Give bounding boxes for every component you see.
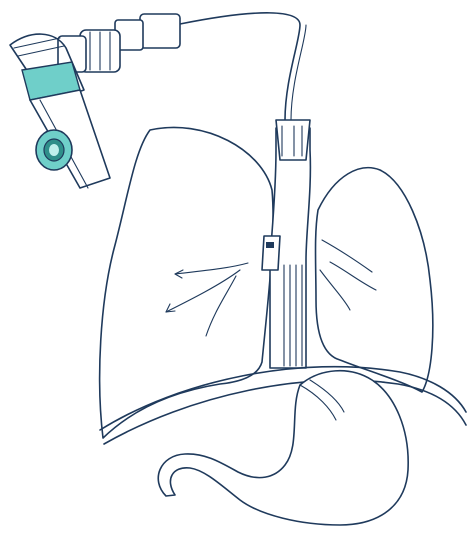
stomach bbox=[158, 371, 408, 525]
cap-icon bbox=[36, 130, 72, 170]
right-lung bbox=[316, 168, 433, 392]
